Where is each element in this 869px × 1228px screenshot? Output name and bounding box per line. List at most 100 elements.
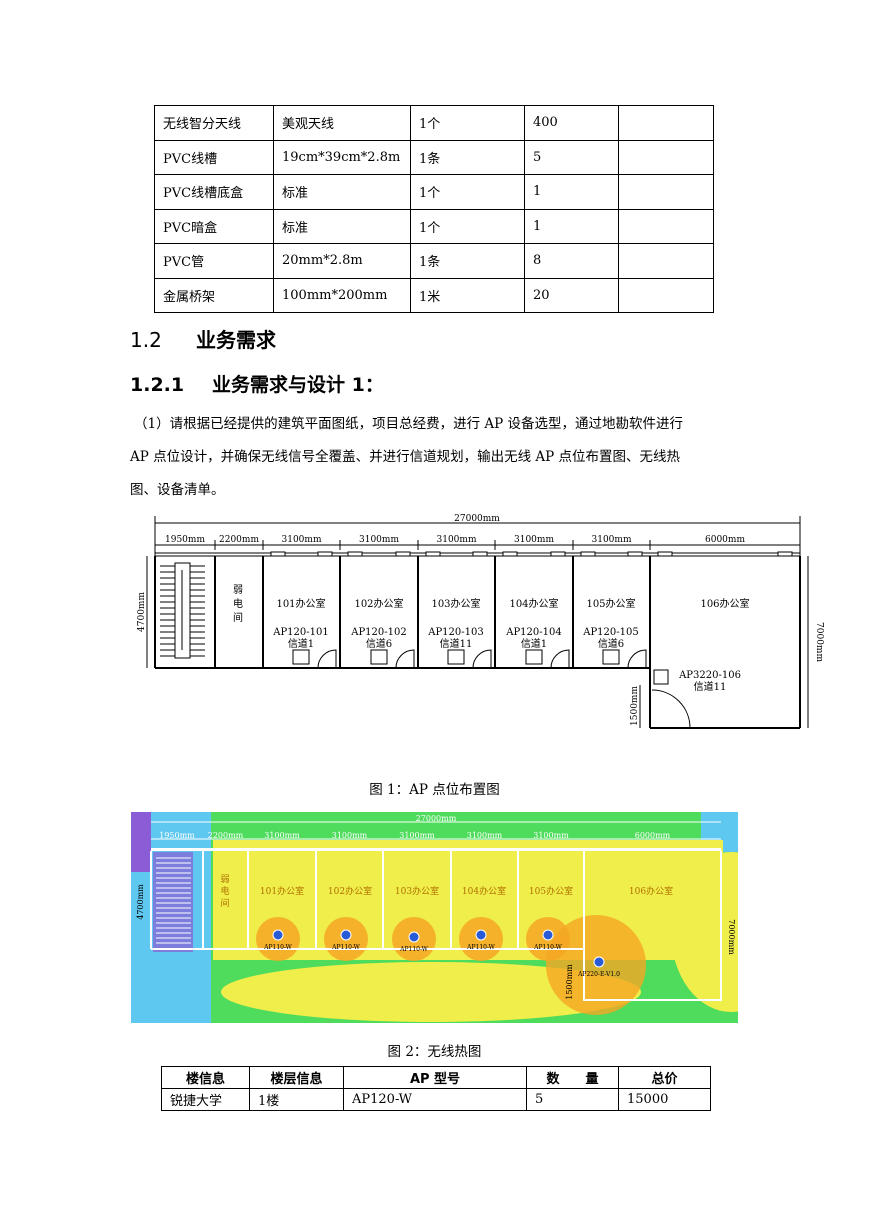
table-cell: 1个 (410, 174, 525, 210)
ap-label: AP120-101 (272, 627, 329, 638)
subsection-title: 业务需求与设计 1： (212, 374, 384, 396)
room-label: 106办公室 (700, 597, 749, 610)
table-cell: 5 (524, 139, 619, 175)
table-cell: 1条 (410, 139, 525, 175)
dimension-label: 27000mm (416, 814, 457, 823)
table-cell: PVC线槽 (154, 139, 274, 175)
dimension-label: 3100mm (467, 831, 503, 840)
room-label: 弱 (233, 584, 243, 596)
north-wall (154, 552, 801, 557)
window (580, 551, 596, 557)
table-cell (618, 139, 714, 175)
table-header-cell: 总价 (618, 1066, 711, 1089)
channel-label: 信道1 (521, 637, 547, 650)
room-label: 104办公室 (462, 885, 506, 897)
ap-device-icon (475, 929, 487, 941)
dimension-label: 3100mm (514, 535, 554, 545)
ap-device-icon (447, 649, 465, 665)
dimension-label: 4700mm (136, 884, 145, 920)
room-label: 间 (220, 897, 229, 909)
table-cell: 1米 (410, 277, 525, 313)
ap-device-icon (593, 956, 605, 968)
dimension-label: 3100mm (592, 535, 632, 545)
table-cell (618, 174, 714, 210)
room-label: 105办公室 (586, 597, 635, 610)
channel-label: 信道11 (694, 680, 727, 693)
channel-label: 信道6 (598, 637, 624, 650)
room-label: 弱 (220, 874, 229, 885)
ap-label: AP3220-106 (678, 670, 741, 681)
dimension-label: 6000mm (705, 535, 745, 545)
channel-label: 信道1 (288, 637, 314, 650)
ap-device-icon (292, 649, 310, 665)
ap-device-icon (340, 929, 352, 941)
requirement-paragraph: （1）请根据已经提供的建筑平面图纸，项目总经费，进行 AP 设备选型，通过地勘软… (130, 408, 745, 507)
ap-label: AP110-W (466, 944, 496, 951)
window (657, 551, 673, 557)
table-cell: 无线智分天线 (154, 105, 274, 141)
ap-label: AP220-E-V1.0 (577, 971, 620, 978)
ap-label: AP110-W (533, 944, 563, 951)
door (550, 649, 570, 669)
table-cell: 100mm*200mm (273, 277, 411, 313)
dimension-label: 3100mm (399, 831, 435, 840)
dimension-label: 27000mm (454, 514, 500, 524)
dimension-label: 3100mm (533, 831, 569, 840)
table-cell: 美观天线 (273, 105, 411, 141)
table-header-cell: 楼信息 (161, 1066, 250, 1089)
table-cell: PVC管 (154, 243, 274, 279)
table-cell: 19cm*39cm*2.8m (273, 139, 411, 175)
dimension-label: 3100mm (264, 831, 300, 840)
table-cell: 金属桥架 (154, 277, 274, 313)
room-label: 101办公室 (260, 885, 304, 897)
ap-device-icon (408, 931, 420, 943)
table-cell (618, 208, 714, 244)
ap-label: AP120-103 (427, 627, 484, 638)
door (627, 649, 647, 669)
room-label: 电 (220, 885, 229, 897)
room-label: 103办公室 (431, 597, 480, 610)
dimension-label: 3100mm (332, 831, 368, 840)
dimension-label: 1500mm (565, 964, 574, 1000)
dimension-label: 6000mm (635, 831, 671, 840)
table-cell: 标准 (273, 174, 411, 210)
ap-label: AP110-W (331, 944, 361, 951)
ap-label: AP110-W (263, 944, 293, 951)
window (777, 551, 793, 557)
table-cell (618, 277, 714, 313)
ap-device-icon (653, 669, 669, 685)
dimension-label: 7000mm (814, 622, 824, 662)
section-number: 1.2 (130, 328, 162, 352)
table-cell (618, 243, 714, 279)
table-header-cell: AP 型号 (343, 1066, 527, 1089)
room-label: 106办公室 (629, 885, 673, 897)
ap-device-icon (370, 649, 388, 665)
paragraph-line: （1）请根据已经提供的建筑平面图纸，项目总经费，进行 AP 设备选型，通过地勘软… (134, 416, 684, 432)
table-cell: 1个 (410, 208, 525, 244)
dimension-label: 1950mm (165, 535, 205, 545)
table-cell: 400 (524, 105, 619, 141)
window (270, 551, 286, 557)
room-label: 103办公室 (395, 885, 439, 897)
table-cell: 15000 (618, 1088, 711, 1111)
window (317, 551, 333, 557)
ap-label: AP120-104 (505, 627, 562, 638)
door (395, 649, 415, 669)
ap-device-icon (272, 929, 284, 941)
table-cell (618, 105, 714, 141)
dimension-label: 7000mm (727, 919, 736, 955)
table-cell: 5 (526, 1088, 619, 1111)
table-header-cell: 数 量 (526, 1066, 619, 1089)
dimension-label: 2200mm (219, 535, 259, 545)
paragraph-line: AP 点位设计，并确保无线信号全覆盖、并进行信道规划，输出无线 AP 点位布置图… (130, 449, 681, 465)
